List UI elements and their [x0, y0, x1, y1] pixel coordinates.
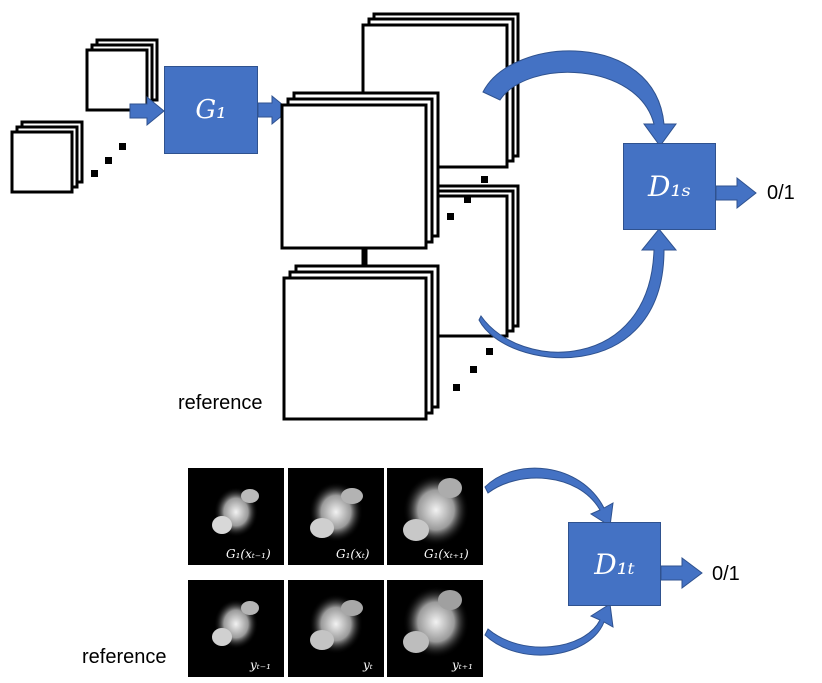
frame-caption-gen-1: G₁(xₜ₋₁)	[226, 547, 271, 561]
generated-ellipsis-dots	[447, 176, 488, 220]
reference-stack	[282, 264, 440, 421]
smoke-gen-1	[212, 487, 259, 537]
reference-frames	[188, 580, 483, 677]
discriminator-spatial-label: D₁ₛ	[647, 170, 692, 203]
frame-caption-ref-3: yₜ₊₁	[452, 658, 473, 672]
output-label-spatial: 0/1	[767, 182, 795, 204]
discriminator-block-d1t: D₁ₜ	[568, 522, 661, 606]
arrow-d1t-to-output	[660, 557, 703, 589]
frame-caption-gen-3: G₁(xₜ₊₁)	[424, 547, 469, 561]
frame-caption-gen-2: G₁(xₜ)	[336, 547, 370, 561]
discriminator-block-d1s: D₁ₛ	[623, 143, 716, 230]
curved-arrow-lower-to-d1t	[484, 603, 614, 656]
smoke-ref-3	[403, 586, 469, 658]
generated-stack-front	[280, 91, 440, 250]
frame-caption-ref-2: yₜ	[363, 658, 373, 672]
reference-ellipsis-dots	[453, 348, 493, 391]
input-stack-upper	[85, 38, 159, 112]
arrow-d1s-to-output	[715, 176, 757, 210]
generator-label: G₁	[195, 95, 227, 125]
reference-label-top: reference	[178, 392, 263, 414]
curved-arrow-lower-to-d1s	[478, 228, 678, 359]
smoke-ref-1	[212, 599, 259, 649]
frame-caption-ref-1: yₜ₋₁	[250, 658, 271, 672]
generator-block-g1: G₁	[164, 66, 258, 154]
arrow-input-to-g1	[129, 95, 165, 127]
generated-frames	[188, 468, 483, 565]
curved-arrow-upper-to-d1s	[482, 50, 677, 147]
smoke-ref-2	[309, 594, 363, 654]
reference-label-bottom: reference	[82, 646, 167, 668]
output-label-temporal: 0/1	[712, 563, 740, 585]
curved-arrow-upper-to-d1t	[484, 467, 614, 527]
input-ellipsis-dots	[91, 143, 126, 177]
discriminator-temporal-label: D₁ₜ	[594, 547, 635, 581]
smoke-gen-3	[403, 474, 469, 546]
input-stack-lower	[10, 120, 84, 194]
smoke-gen-2	[309, 482, 363, 542]
